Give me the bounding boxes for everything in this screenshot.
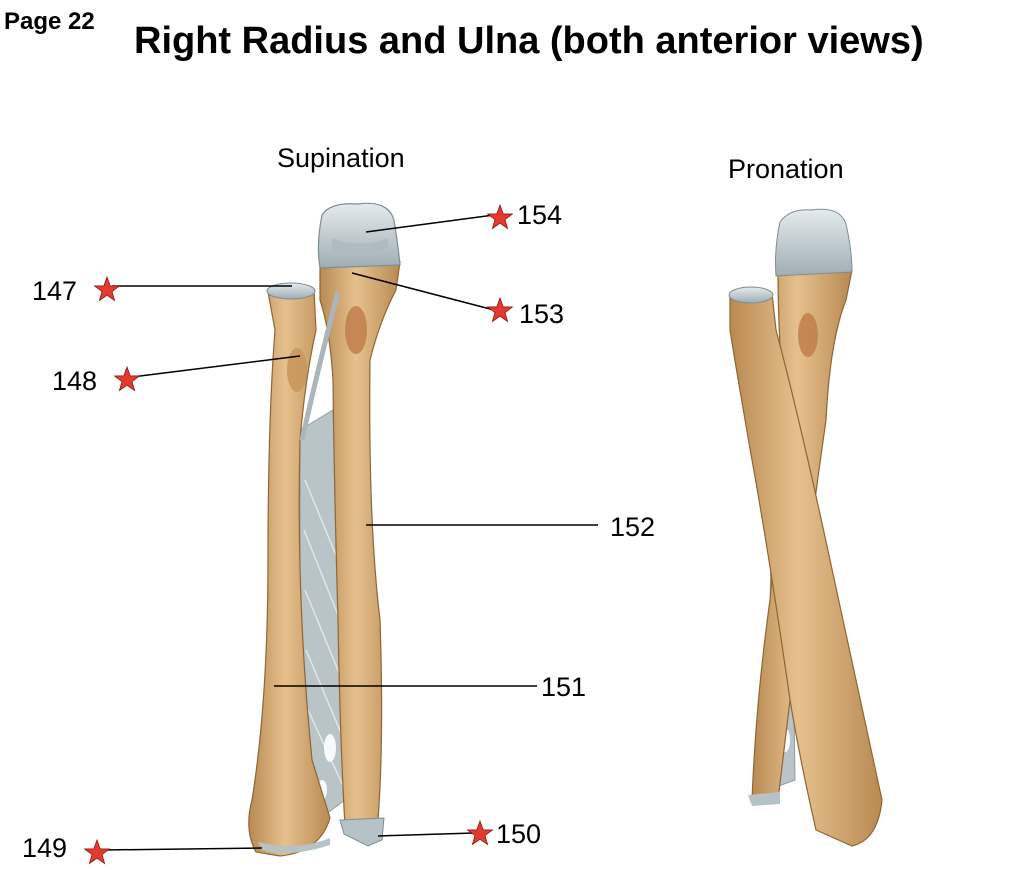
star-marker-154	[487, 204, 513, 229]
supination-illustration	[248, 202, 401, 857]
pronation-illustration	[728, 208, 883, 847]
leader-line-154	[365, 214, 495, 233]
ulnar-tuberosity	[345, 306, 367, 354]
pronation-radius	[729, 292, 883, 847]
label-149: 149	[22, 833, 67, 863]
label-154: 154	[517, 200, 562, 230]
radial-tuberosity	[287, 348, 307, 392]
star-marker-147	[94, 276, 120, 301]
leader-line-153	[351, 272, 495, 311]
pronation-radial-head	[728, 286, 774, 304]
radial-head	[266, 282, 316, 300]
star-marker-149	[84, 839, 110, 864]
label-153: 153	[519, 299, 564, 329]
page-title: Right Radius and Ulna (both anterior vie…	[134, 20, 924, 62]
leader-lines	[102, 214, 598, 851]
label-152: 152	[610, 512, 655, 542]
leader-line-148	[131, 355, 301, 378]
page-label: Page 22	[4, 8, 95, 35]
pronation-olecranon	[775, 208, 853, 277]
olecranon-process	[317, 202, 401, 269]
radius-bone	[248, 289, 331, 857]
pronation-caption: Pronation	[728, 154, 844, 184]
star-marker-148	[114, 366, 140, 391]
label-148: 148	[52, 366, 97, 396]
leader-line-150	[377, 832, 475, 837]
label-150: 150	[496, 819, 541, 849]
label-147: 147	[32, 276, 77, 306]
label-151: 151	[541, 672, 586, 702]
star-marker-153	[487, 297, 513, 322]
star-marker-150	[467, 820, 493, 845]
leader-line-149	[102, 847, 263, 851]
supination-caption: Supination	[277, 143, 405, 173]
